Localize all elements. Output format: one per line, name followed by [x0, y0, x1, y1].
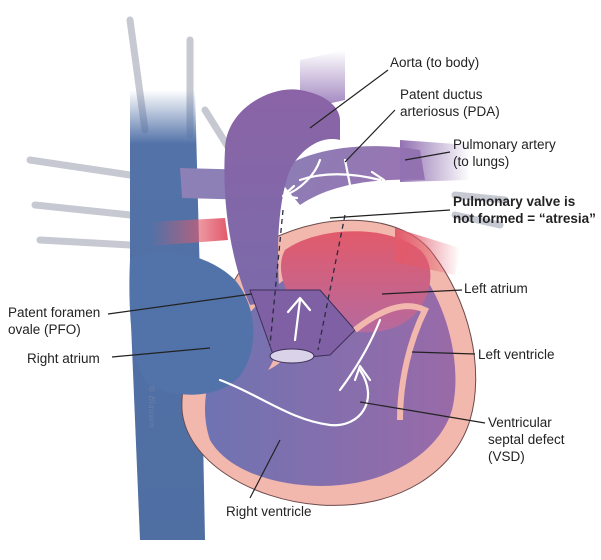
label-aorta: Aorta (to body) [390, 55, 480, 70]
label-pulmonary-artery: Pulmonary artery (to lungs) [453, 137, 556, 169]
pulmonary-vein-right [395, 228, 460, 275]
pulmonary-artery-right-fade [400, 140, 470, 182]
label-right-ventricle: Right ventricle [226, 504, 312, 519]
atretic-valve-dashes [269, 209, 346, 351]
inner-wall-folds [353, 303, 430, 421]
label-pfo: Patent foramen ovale (PFO) [8, 305, 101, 337]
flow-arrow-icon [218, 158, 386, 427]
artist-signature: © Blausen [147, 385, 156, 428]
label-pda: Patent ductus arteriosus (PDA) [400, 87, 500, 119]
aortic-root [249, 289, 356, 361]
leader-lines [107, 69, 486, 499]
label-vsd: Ventricular septal defect (VSD) [488, 415, 565, 464]
pulmonary-vein-left [150, 218, 228, 246]
label-left-ventricle: Left ventricle [478, 347, 555, 362]
label-pulmonary-valve-atresia: Pulmonary valve is not formed = “atresia… [453, 194, 596, 226]
aorta-shape [224, 89, 340, 305]
label-left-atrium: Left atrium [464, 281, 528, 296]
right-atrium-shape [129, 251, 254, 395]
aortic-valve [269, 348, 315, 364]
label-right-atrium: Right atrium [27, 351, 100, 366]
